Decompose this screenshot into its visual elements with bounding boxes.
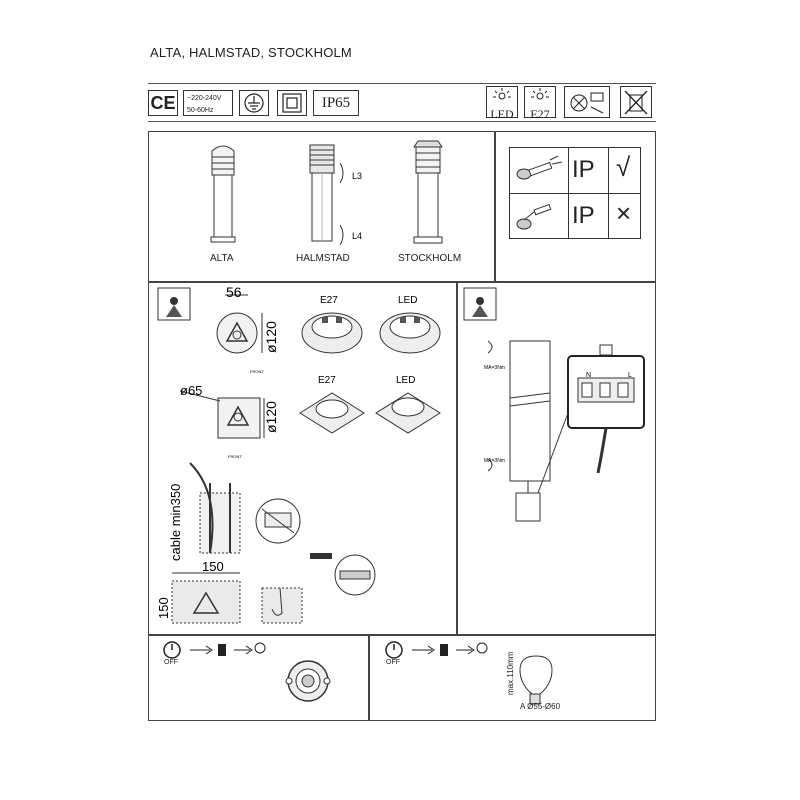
round-base-top-view xyxy=(216,294,263,354)
front-label-a: FRONT xyxy=(250,369,264,374)
plug-icon xyxy=(440,644,448,656)
product-label-stockholm: STOCKHOLM xyxy=(398,253,462,264)
led-symbol: LED xyxy=(486,86,518,121)
divider-top xyxy=(148,281,656,283)
plug-icon xyxy=(218,644,226,656)
round-base-e27 xyxy=(301,312,363,354)
dim-150-width: 150 xyxy=(202,559,224,574)
instruction-frame xyxy=(148,131,656,721)
arrow-right-icon xyxy=(190,645,213,655)
dim-l3-label: L3 xyxy=(352,171,362,181)
light-burst-icon xyxy=(493,88,511,100)
bulb-max-length: max.110mm xyxy=(506,651,515,695)
dim-d120-square: ø120 xyxy=(263,401,279,433)
torque-label-2: MA=3Nm xyxy=(484,458,505,464)
symbol-strip-bottom-rule xyxy=(148,121,656,122)
ip-row2-label: IP xyxy=(572,202,595,229)
crossed-bin-icon xyxy=(624,90,648,115)
no-tools-icon xyxy=(570,92,604,114)
ip-row1-label: IP xyxy=(572,156,595,183)
concrete-foundation xyxy=(171,553,376,624)
off-sequence-1 xyxy=(163,641,331,702)
earth-icon xyxy=(244,93,264,113)
detail-magnifier-circle xyxy=(255,498,301,544)
voltage-text: ~220-240V xyxy=(187,95,222,102)
round-base-bottom-view xyxy=(285,660,331,702)
dim-d65: ø65 xyxy=(180,383,202,398)
divider-bottom xyxy=(148,634,656,636)
pole-section xyxy=(487,340,551,482)
page-title: ALTA, HALMSTAD, STOCKHOLM xyxy=(150,45,352,60)
terminal-n: N xyxy=(586,372,591,379)
led-text: LED xyxy=(490,107,514,121)
round-base-led xyxy=(379,312,441,354)
ip-row1-check: √ xyxy=(616,152,631,182)
installation-diagrams: 56 ø120 FRONT E27 LED ø65 ø120 FRONT E27… xyxy=(156,284,441,624)
bulb-icon xyxy=(476,642,488,654)
label-led-b: LED xyxy=(396,375,415,386)
ip-table-col-divider-2 xyxy=(608,148,609,238)
hose-spray-icon xyxy=(516,155,563,180)
electrician-warning-icon xyxy=(157,287,191,321)
label-e27-b: E27 xyxy=(318,375,336,386)
arrow-right-icon xyxy=(412,645,435,655)
frequency-text: 50-60Hz xyxy=(187,107,214,114)
divider-ip xyxy=(494,131,496,281)
ground-anchor-section xyxy=(189,462,241,554)
ip-table: IP √ IP × xyxy=(509,147,641,239)
ce-mark: CE xyxy=(148,90,178,116)
label-e27-a: E27 xyxy=(320,295,338,306)
bulb-icon xyxy=(254,642,266,654)
power-icon xyxy=(163,641,181,659)
dim-l4-label: L4 xyxy=(352,231,362,241)
a-bulb-drawing xyxy=(519,655,553,705)
ip-row2-cross: × xyxy=(616,198,632,228)
ip-table-row-divider xyxy=(510,193,640,194)
ce-text: CE xyxy=(150,93,176,113)
stockholm-lamp xyxy=(413,140,443,244)
torque-label-1: MA=3Nm xyxy=(484,365,505,371)
dim-150-height: 150 xyxy=(156,597,171,619)
ip-table-col-divider-1 xyxy=(568,148,569,238)
square-base-top-view xyxy=(179,390,265,439)
product-lineup: L3 L4 xyxy=(210,140,443,246)
divider-bulb xyxy=(368,634,370,721)
dim-56: 56 xyxy=(226,284,242,300)
e27-text: E27 xyxy=(530,107,550,121)
e27-symbol: E27 xyxy=(524,86,556,121)
weee-symbol xyxy=(620,86,652,118)
no-disassembly-symbol xyxy=(564,86,610,118)
arrow-right-icon xyxy=(456,645,475,655)
cable-min-label: cable min350 xyxy=(168,484,183,561)
voltage-spec: ~220-240V 50-60Hz xyxy=(183,90,233,116)
wiring-diagram: MA=3Nm MA=3Nm N L xyxy=(463,287,645,522)
alta-lamp xyxy=(210,145,236,243)
class-2-symbol xyxy=(277,90,307,116)
dim-d120-round: ø120 xyxy=(263,321,279,353)
halmstad-lamp xyxy=(309,144,344,246)
bulb-size: A Ø55-Ø60 xyxy=(520,702,561,711)
terminal-l: L xyxy=(628,372,632,379)
off-label-1: OFF xyxy=(164,659,178,666)
off-sequence-2 xyxy=(385,641,553,705)
ip65-badge: IP65 xyxy=(313,90,359,116)
square-base-led xyxy=(375,392,441,434)
power-icon xyxy=(385,641,403,659)
symbol-strip-top-rule xyxy=(148,83,656,84)
jet-nozzle-icon xyxy=(516,203,552,230)
double-square-icon xyxy=(282,93,302,113)
front-label-b: FRONT xyxy=(228,454,242,459)
light-burst-icon xyxy=(531,88,549,100)
electrician-warning-icon-2 xyxy=(463,287,497,321)
terminal-box xyxy=(537,344,645,494)
off-label-2: OFF xyxy=(386,659,400,666)
product-label-alta: ALTA xyxy=(210,253,234,264)
divider-wiring xyxy=(456,281,458,634)
arrow-right-icon xyxy=(234,645,253,655)
earth-symbol xyxy=(239,90,269,116)
label-led-a: LED xyxy=(398,295,417,306)
square-base-e27 xyxy=(299,392,365,434)
junction-box-small xyxy=(515,481,541,522)
product-label-halmstad: HALMSTAD xyxy=(296,253,350,264)
